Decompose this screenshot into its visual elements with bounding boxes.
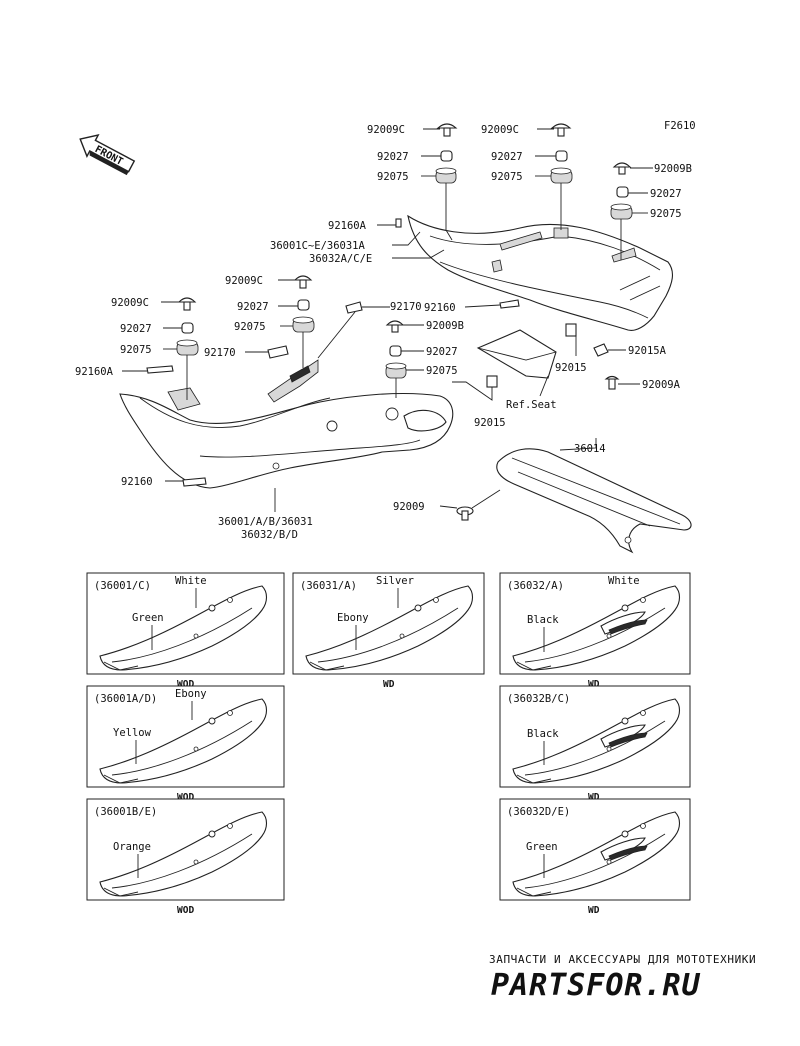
watermark-brand-logo: PARTSFOR.RU — [491, 968, 701, 1003]
upper-tail-cover — [395, 214, 674, 331]
panel-code: (36001/C) — [94, 580, 151, 592]
front-arrow-icon: FRONT — [79, 134, 136, 176]
panel-variant: WD — [588, 905, 600, 916]
callout-92075-6: 92075 — [426, 365, 458, 377]
panel-color-top: Ebony — [175, 688, 207, 700]
hardware-stack-upper-right — [610, 162, 633, 220]
variant-panel-36031-a: (36031/A) Silver Ebony WD — [292, 572, 485, 690]
panel-color-mid: Yellow — [113, 727, 152, 739]
callout-92015-1: 92015 — [555, 362, 587, 374]
callout-92075-4: 92075 — [234, 321, 266, 333]
callout-36032ace: 36032A/C/E — [309, 253, 372, 265]
callout-92009c-4: 92009C — [111, 297, 149, 309]
callout-92075-2: 92075 — [491, 171, 523, 183]
hardware-stack-left — [176, 297, 199, 356]
callout-92009b-1: 92009B — [654, 163, 692, 175]
variant-panel-36001b-e: (36001B/E) Orange WOD — [86, 798, 285, 916]
callout-92027-2: 92027 — [491, 151, 523, 163]
hardware-stack-middle — [292, 275, 315, 333]
trim-92160a-left — [146, 365, 174, 374]
callout-36001-variants: 36001/A/B/36031 — [218, 516, 313, 528]
callout-92009: 92009 — [393, 501, 425, 513]
screw-92009 — [456, 506, 474, 521]
callout-92015a: 92015A — [628, 345, 667, 357]
panel-color-mid: Black — [527, 728, 559, 740]
callout-92160-2: 92160 — [121, 476, 153, 488]
variant-panel-36001-c: (36001/C) White Green WOD — [86, 572, 285, 690]
variant-panel-36032b-c: (36032B/C) Black WD — [499, 685, 691, 803]
lower-side-cover — [119, 359, 454, 489]
callout-92027-6: 92027 — [426, 346, 458, 358]
panel-color-top: White — [608, 575, 640, 587]
seat-reference-part — [476, 329, 557, 379]
callout-36001c-e: 36001C~E/36031A — [270, 240, 366, 252]
screw-92009a — [604, 375, 620, 390]
panel-color-mid: Green — [526, 841, 558, 853]
callout-92075-1: 92075 — [377, 171, 409, 183]
panel-variant: WOD — [177, 792, 194, 803]
rear-fender-36014 — [496, 448, 692, 554]
panel-code: (36001B/E) — [94, 806, 157, 818]
callout-92075-3: 92075 — [650, 208, 682, 220]
clip-92015a — [593, 343, 609, 357]
panel-code: (36032B/C) — [507, 693, 570, 705]
variant-panel-36001a-d: (36001A/D) Ebony Yellow WOD — [86, 685, 285, 803]
panel-color-mid: Orange — [113, 841, 151, 853]
panel-variant: WOD — [177, 905, 194, 916]
callout-36014: 36014 — [574, 443, 606, 455]
callout-92027-3: 92027 — [650, 188, 682, 200]
variant-panel-36032-a: (36032/A) White Black WD — [499, 572, 691, 690]
callout-92009c-1: 92009C — [367, 124, 405, 136]
leader-lines — [122, 128, 653, 512]
watermark: ЗАПЧАСТИ И АКСЕССУАРЫ ДЛЯ МОТОТЕХНИКИ PA… — [489, 953, 756, 1003]
callout-36032-variants: 36032/B/D — [241, 529, 298, 541]
panel-color-top: White — [175, 575, 207, 587]
panel-variant: WD — [383, 679, 395, 690]
callout-92160a-2: 92160A — [75, 366, 114, 378]
callout-92027-5: 92027 — [120, 323, 152, 335]
panel-color-top: Silver — [376, 575, 414, 587]
callout-92160-1: 92160 — [424, 302, 456, 314]
panel-code: (36032D/E) — [507, 806, 570, 818]
callout-labels: 92009C 92009C 92027 92027 92075 92075 92… — [75, 124, 692, 541]
callout-92009a: 92009A — [642, 379, 681, 391]
panel-variant: WD — [588, 679, 600, 690]
callout-92075-5: 92075 — [120, 344, 152, 356]
hardware-stack-upper-middle — [550, 123, 573, 184]
callout-92009c-2: 92009C — [481, 124, 519, 136]
panel-code: (36031/A) — [300, 580, 357, 592]
clip-92170-left — [267, 345, 289, 359]
panel-code: (36032/A) — [507, 580, 564, 592]
callout-92009c-3: 92009C — [225, 275, 263, 287]
trim-92160-lower — [182, 477, 207, 487]
panel-color-mid: Green — [132, 612, 164, 624]
panel-variant: WD — [588, 792, 600, 803]
figure-code: F2610 — [664, 120, 696, 132]
clip-92015-right — [565, 323, 577, 337]
trim-92160-upper — [499, 299, 520, 309]
callout-92170-1: 92170 — [390, 301, 422, 313]
panel-color-mid: Ebony — [337, 612, 369, 624]
clip-92170-right — [345, 301, 363, 314]
variant-panel-36032d-e: (36032D/E) Green WD — [499, 798, 691, 916]
panel-color-mid: Black — [527, 614, 559, 626]
hardware-stack-center — [385, 320, 407, 379]
panel-code: (36001A/D) — [94, 693, 157, 705]
callout-92009b-2: 92009B — [426, 320, 464, 332]
callout-92027-4: 92027 — [237, 301, 269, 313]
callout-92170-2: 92170 — [204, 347, 236, 359]
callout-92160a-1: 92160A — [328, 220, 367, 232]
callout-92027-1: 92027 — [377, 151, 409, 163]
clip-92015-left — [486, 375, 498, 388]
callout-92015-2: 92015 — [474, 417, 506, 429]
watermark-tagline: ЗАПЧАСТИ И АКСЕССУАРЫ ДЛЯ МОТОТЕХНИКИ — [489, 953, 756, 966]
callout-ref-seat: Ref.Seat — [506, 399, 557, 411]
panel-variant: WOD — [177, 679, 194, 690]
hardware-stack-upper-left — [435, 123, 458, 184]
